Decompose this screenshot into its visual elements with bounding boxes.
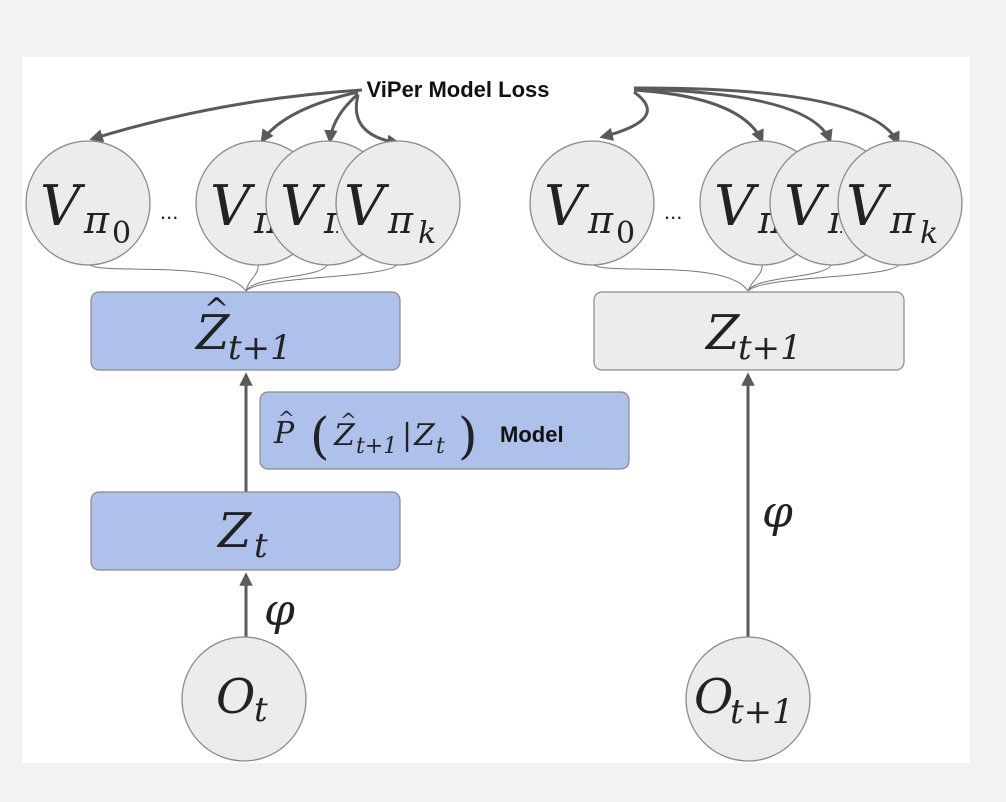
right-value-connectors	[591, 262, 901, 292]
o-main: O	[216, 669, 255, 725]
zero-subsub: 0	[112, 216, 131, 251]
z-main: Z	[194, 305, 231, 361]
pi-sub: π	[889, 198, 916, 242]
v-main: V	[210, 174, 256, 239]
z-sub: t+1	[738, 328, 802, 368]
left-ellipsis: ...	[160, 199, 178, 224]
left-observation-node: O t	[181, 636, 307, 762]
left-value-connectors	[87, 262, 399, 292]
z-sub: t+1	[228, 328, 292, 368]
zt-sub: t	[436, 434, 445, 459]
lparen: (	[310, 407, 330, 465]
pi-sub: π	[587, 198, 614, 242]
v-main: V	[544, 174, 590, 239]
v-main: V	[40, 174, 86, 239]
p-hat: ^	[278, 406, 295, 430]
z-sub: t	[254, 526, 268, 566]
current-latent-box: Z t	[90, 491, 401, 571]
z-main: Z	[333, 418, 356, 453]
model-label: Model	[500, 422, 564, 447]
right-phi-label: φ	[762, 487, 793, 538]
right-value-node-k: V π k	[837, 140, 963, 266]
o-main: O	[694, 669, 733, 725]
v-main: V	[714, 174, 760, 239]
z-main: Z	[704, 305, 741, 361]
predicted-latent-box: Z ^ t+1	[90, 291, 401, 371]
k-subsub: k	[418, 216, 436, 251]
loss-arrows-left	[89, 88, 401, 148]
k-subsub: k	[920, 216, 938, 251]
bar: |	[402, 418, 412, 453]
pi-sub: π	[387, 198, 414, 242]
loss-arrows-right	[599, 86, 900, 146]
v-main: V	[344, 174, 390, 239]
v-main: V	[784, 174, 830, 239]
o-sub: t	[254, 690, 268, 730]
right-observation-node: O t+1	[685, 636, 811, 762]
z-sub: t+1	[356, 434, 397, 459]
zero-subsub: 0	[616, 216, 635, 251]
right-ellipsis: ...	[664, 199, 682, 224]
o-sub: t+1	[730, 692, 794, 732]
z-main: Z	[216, 503, 253, 559]
zt-main: Z	[413, 418, 436, 453]
v-main: V	[280, 174, 326, 239]
target-latent-box: Z t+1	[593, 291, 905, 371]
left-value-node-k: V π k	[335, 140, 461, 266]
viper-diagram: ViPer Model Loss V π 0 ... V π	[25, 77, 963, 762]
p-main: P	[273, 416, 295, 451]
rparen: )	[458, 407, 478, 465]
v-main: V	[846, 174, 892, 239]
left-value-node-0: V π 0	[25, 140, 151, 266]
right-value-node-0: V π 0	[529, 140, 655, 266]
pi-sub: π	[83, 198, 110, 242]
z-hat: ^	[204, 292, 229, 327]
pi-sub: π	[323, 198, 350, 242]
loss-title: ViPer Model Loss	[367, 77, 550, 102]
left-phi-label: φ	[264, 585, 295, 636]
z-hat: ^	[340, 408, 357, 432]
model-box: P ^ ( Z ^ t+1 | Z t ) Model	[259, 391, 630, 470]
diagram-canvas: ViPer Model Loss V π 0 ... V π	[22, 57, 970, 763]
